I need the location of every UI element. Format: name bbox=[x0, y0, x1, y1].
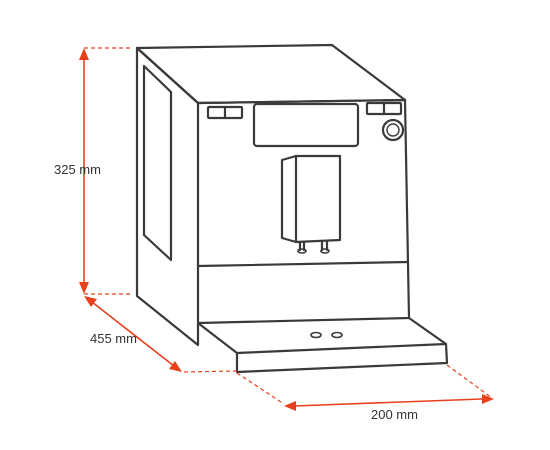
arrowhead-back bbox=[84, 296, 97, 307]
control-panel bbox=[206, 101, 405, 148]
depth-dimension-label: 455 mm bbox=[90, 331, 137, 346]
height-dimension-label: 325 mm bbox=[54, 162, 101, 177]
width-dimension bbox=[236, 364, 494, 411]
arrowhead-right bbox=[482, 394, 494, 404]
tray-grate-hole bbox=[331, 331, 343, 339]
front-lower-divider bbox=[196, 260, 410, 268]
machine-top-face bbox=[135, 43, 407, 105]
drip-tray bbox=[196, 316, 449, 374]
machine-side-face bbox=[135, 46, 200, 347]
depth-dimension bbox=[84, 296, 238, 373]
side-panel-window bbox=[142, 64, 173, 262]
arrowhead-top bbox=[79, 48, 89, 60]
coffee-spout bbox=[280, 154, 342, 254]
coffee-machine-outline bbox=[135, 43, 449, 374]
arrowhead-left bbox=[284, 401, 296, 411]
rotary-knob bbox=[381, 118, 405, 142]
height-dimension bbox=[79, 47, 130, 295]
width-dimension-label: 200 mm bbox=[371, 407, 418, 422]
tray-grate-hole bbox=[310, 331, 322, 339]
arrowhead-bottom bbox=[79, 282, 89, 294]
display-screen bbox=[252, 102, 360, 148]
machine-front-face bbox=[196, 98, 411, 325]
arrowhead-front bbox=[169, 361, 182, 372]
